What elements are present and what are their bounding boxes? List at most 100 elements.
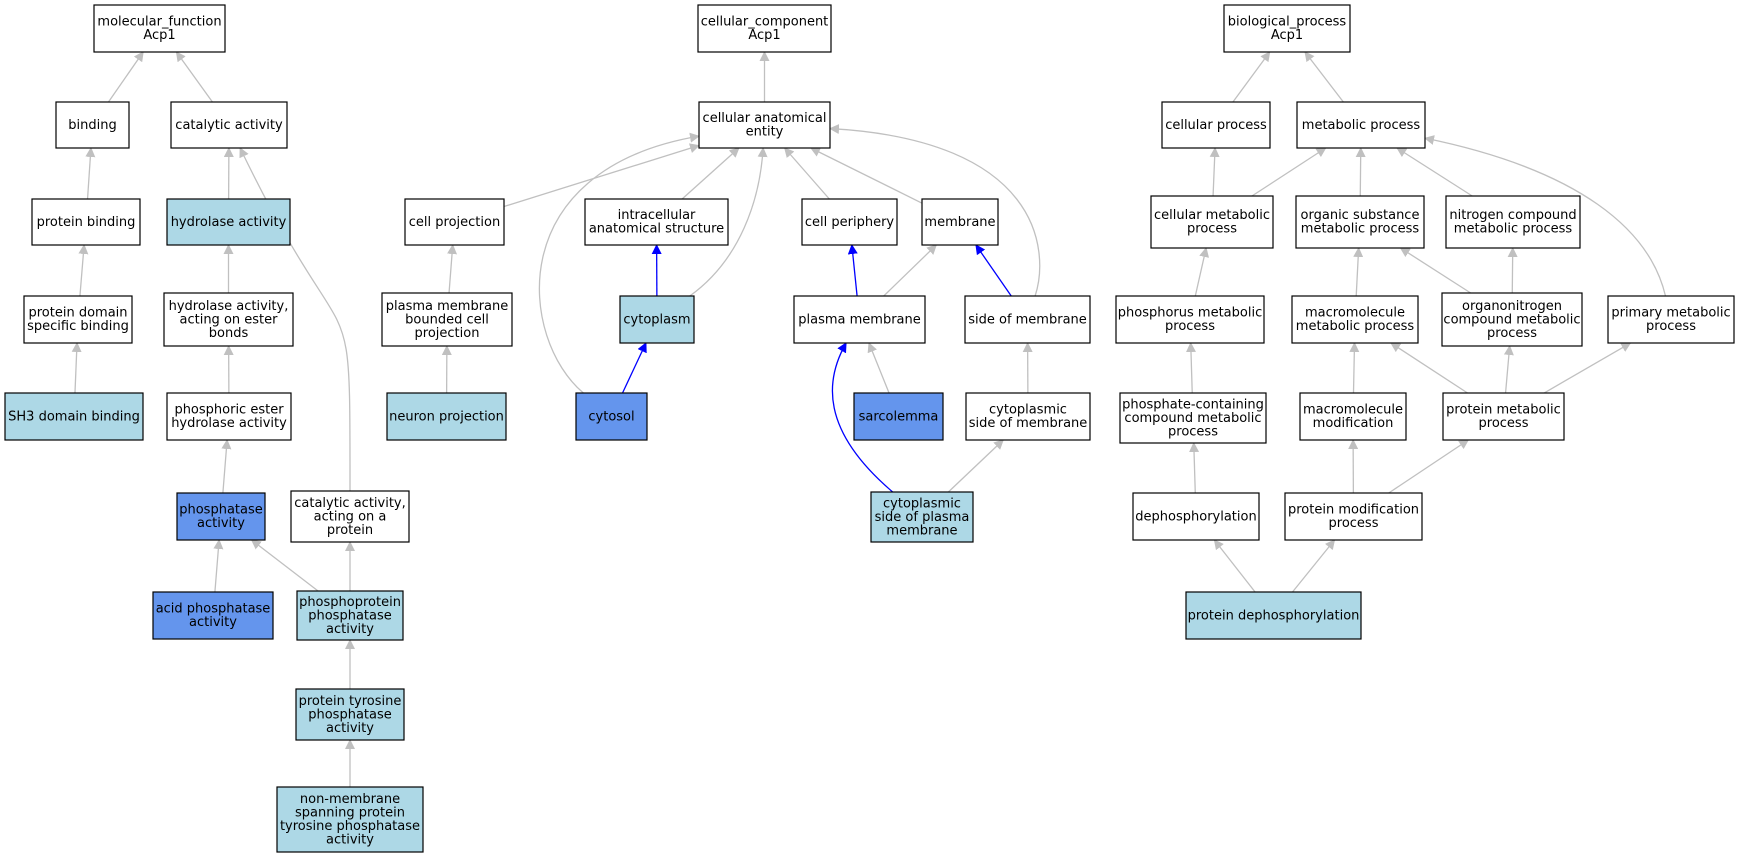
edge-protein-dephosphorylation-to-protein-modification [1291, 539, 1336, 593]
node-sarcolemma[interactable]: sarcolemma [853, 392, 944, 441]
edge-line [1213, 539, 1256, 593]
node-catalytic[interactable]: catalytic activity [170, 101, 288, 149]
node-cell-periphery[interactable]: cell periphery [801, 198, 898, 246]
node-label-line: tyrosine phosphatase [280, 819, 420, 834]
node-label-line: non-membrane [300, 792, 400, 807]
node-membrane[interactable]: membrane [921, 198, 999, 246]
node-label-line: projection [415, 326, 480, 341]
node-protein-dephosphorylation[interactable]: protein dephosphorylation [1185, 591, 1362, 640]
node-box [23, 295, 133, 344]
edge-line [538, 132, 700, 394]
edge-line [975, 244, 1012, 297]
edge-line [847, 244, 858, 297]
edge-line [867, 342, 890, 394]
node-label-line: membrane [924, 215, 995, 230]
node-box [1296, 101, 1426, 149]
node-box [1223, 4, 1351, 53]
node-label-line: protein binding [37, 215, 136, 230]
node-label-line: cell periphery [805, 215, 895, 230]
node-label-line: phosphate-containing [1122, 397, 1264, 412]
edge-metabolic-process-to-bp-root [1304, 51, 1344, 103]
edge-line [71, 342, 82, 394]
node-dephosphorylation[interactable]: dephosphorylation [1132, 492, 1260, 541]
edge-line [78, 244, 89, 297]
node-label-line: spanning protein [295, 806, 405, 821]
node-box [166, 392, 292, 441]
node-label-line: protein [327, 523, 373, 538]
edge-line [107, 51, 144, 103]
node-label-line: metabolic process [1296, 319, 1415, 334]
node-cytoplasm[interactable]: cytoplasm [619, 295, 695, 344]
edge-line [503, 143, 700, 208]
node-cell-projection[interactable]: cell projection [404, 198, 505, 246]
node-label-line: bounded cell [405, 312, 489, 327]
node-label-line: cell projection [409, 215, 500, 230]
node-label-line: hydrolase activity [171, 215, 287, 230]
node-protein-binding[interactable]: protein binding [31, 198, 141, 246]
node-label-line: phosphatase [308, 608, 392, 623]
node-label-line: cytoplasmic [883, 496, 961, 511]
edge-cyto-side-pm-to-cyto-side [947, 439, 1004, 493]
node-neuron-projection[interactable]: neuron projection [386, 392, 507, 441]
node-box [793, 295, 926, 344]
edge-line [1251, 147, 1327, 197]
node-box [1115, 295, 1265, 344]
node-box [1299, 392, 1407, 441]
node-cytosol[interactable]: cytosol [575, 392, 648, 441]
node-plasma-membrane[interactable]: plasma membrane [793, 295, 926, 344]
edge-protein-metabolic-to-macromolecule-metabolic [1390, 342, 1468, 394]
node-box [698, 101, 831, 149]
edge-line [250, 539, 319, 592]
edge-line [1396, 147, 1473, 197]
node-box [1445, 195, 1581, 249]
edge-cyto-side-pm-to-plasma-membrane [831, 342, 894, 493]
node-hydrolase[interactable]: hydrolase activity [166, 198, 291, 246]
edge-cellular-process-to-bp-root [1232, 51, 1271, 103]
node-side-membrane[interactable]: side of membrane [964, 295, 1091, 344]
node-label-line: side of membrane [968, 312, 1087, 327]
edge-macromolecule-metabolic-to-organic-substance [1353, 247, 1364, 297]
node-label-line: phosphoric ester [174, 403, 284, 418]
node-binding[interactable]: binding [55, 101, 130, 149]
node-label-line: protein dephosphorylation [1188, 608, 1360, 623]
node-box [853, 392, 944, 441]
node-cellular-process[interactable]: cellular process [1161, 101, 1271, 149]
edge-line [809, 147, 923, 204]
node-label-line: cellular metabolic [1154, 208, 1270, 223]
node-label-line: organic substance [1301, 208, 1420, 223]
node-sh3[interactable]: SH3 domain binding [4, 392, 144, 441]
node-metabolic-process[interactable]: metabolic process [1296, 101, 1426, 149]
node-label-line: biological_process [1228, 15, 1347, 30]
edge-cellular-metabolic-to-metabolic-process [1251, 147, 1327, 197]
node-box [276, 786, 424, 853]
node-box [1161, 101, 1271, 149]
